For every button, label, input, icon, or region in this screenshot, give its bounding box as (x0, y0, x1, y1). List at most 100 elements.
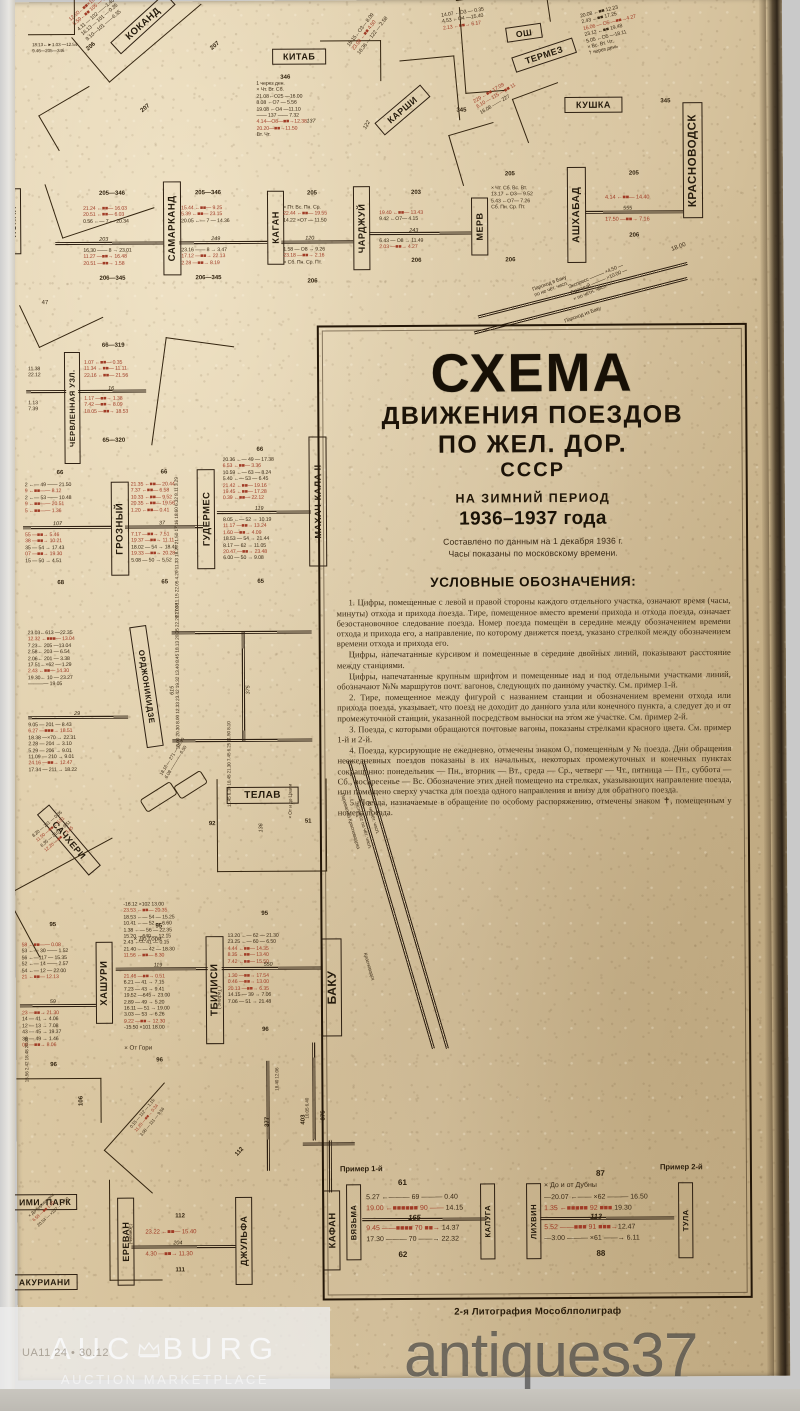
route-number-345-kushka: 345 (456, 107, 467, 114)
border-outline-chechnya (151, 337, 235, 455)
border-outline-top-left (27, 0, 75, 36)
legend-paragraph-6: 4. Поезда, курсирующие не ежедневно, отм… (337, 743, 732, 797)
timetable-block-samarkand-kagan-top: 15.44 ←■■— 9.25 5.39 ←■■— 23.15 20.05 ←—… (181, 205, 230, 225)
station-plate-termez: ТЕРМЕЗ (511, 37, 578, 73)
distance-59: 59 (49, 999, 56, 1006)
track-ashkhabad-krasnovodsk (585, 210, 684, 214)
timetable-block-lower-left-diag: 15.56 2.42 18.48 20.35 (24, 1037, 30, 1083)
timetable-block-tbilisi-baku-bottom: 1.30 —■■→ 17.54 0.46 —■■→ 13.00 20.13 —■… (227, 972, 272, 1005)
border-outline-karshi (399, 55, 461, 126)
timetable-block-grozny-west-top: 2 ←— 49 —— 21.50 9 ←■■—— 8.12 2 ←— 53 ——… (24, 482, 72, 514)
scan-left-gutter (0, 0, 15, 1411)
example-2-note: × До и от Дубны (544, 1181, 597, 1190)
timetable-block-ashkhabad-top: 4.14 ←■■— 14.40 (604, 194, 650, 201)
station-plate-khashuri: ХАШУРИ (95, 941, 114, 1024)
track-khashuri (19, 1003, 96, 1008)
route-number-92-telav: 92 (208, 821, 216, 828)
track-baku-south-2 (312, 1042, 316, 1141)
route-number-206-chardzhuy: 206 (411, 257, 422, 264)
route-number-95-tbilisi-e: 95 (261, 910, 269, 917)
border-outline-telav (216, 778, 328, 873)
track-samarkand-west (55, 241, 164, 246)
example-2-route-bottom: 88 (596, 1248, 606, 1258)
route-number-111-yerevan: 111 (175, 1267, 185, 1274)
legend-paragraph-5: 3. Поезда, с которыми обращаются почтовы… (337, 721, 732, 745)
station-plate-kitab: КИТАБ (272, 48, 327, 65)
subtitle-period: НА ЗИМНИЙ ПЕРИОД (455, 491, 611, 506)
track-chardzhuy-merv (369, 231, 472, 236)
legend-heading: УСЛОВНЫЕ ОБОЗНАЧЕНИЯ: (430, 573, 637, 591)
border-outline-termez (458, 4, 507, 94)
timetable-block-samarkand-west-top: 21.24 ←■■— 16.03 20.51 ←■■— 6.03 0.56 ←—… (83, 205, 129, 225)
route-number-205-ashkhabad: 205 (628, 170, 639, 177)
title-and-legend-panel: СХЕМА ДВИЖЕНИЯ ПОЕЗДОВ ПО ЖЕЛ. ДОР. СССР… (316, 322, 753, 1301)
time-note: Часы показаны по московскому времени. (448, 547, 618, 559)
legend-paragraph-1: 1. Цифры, помещенные с левой и правой ст… (336, 595, 731, 649)
station-plate-akuriani: АКУРИАНИ (11, 1273, 78, 1291)
railcar-icon-2 (173, 769, 209, 800)
example-1-row-bottom-1: 9.45 ——■■■■ 70 ■■→ 14.37 (366, 1224, 460, 1233)
route-number-206-kagan: 206 (307, 278, 318, 285)
timetable-block-termez: 20.08 ←■■ 12.23 2.43 ←■■ 17.25 16.06 — О… (579, 4, 637, 57)
route-number-66-grozny-w: 66 (56, 470, 64, 477)
route-number-205-346-b: 205—346 (194, 190, 222, 197)
distance-243: 243 (409, 227, 419, 234)
example-2-left-station: ЛИХВИН (526, 1183, 542, 1260)
track-grozny-west (22, 525, 112, 530)
timetable-block-chervlennaya-top: 1.07 ←■■— 0.35 11.34 ←■■— 11.11 22.16 ←■… (83, 359, 128, 379)
timetable-block-tbilisi-west-top: -16.12 ×102 13.00 23.53 ←■■— 20.35 18.53… (123, 901, 175, 959)
timetable-block-telav: 11.45 6.30 18.45 21.30 7.45 6.25 11.50 8… (226, 721, 232, 808)
distance-119a: 119 (254, 505, 264, 512)
timetable-block-bundle-labels-top: 22.00 11.15 22.05 4.20 11.33 18.25 21.50… (174, 477, 181, 618)
example-1-distance: 165 (408, 1212, 421, 1222)
distance-550: 550 (263, 961, 273, 968)
track-caspian-route-1 (477, 261, 688, 319)
map-region-central-asia: 12.50←■■×105 — 1.40 8.59←■■ 105 — 1.40 4… (4, 0, 782, 335)
railcar-icon-1 (139, 781, 178, 813)
timetable-block-tbilisi-baku-top: 13.20 ←— 62 — 21.30 23.25 ←— 60 — 6.50 4… (227, 932, 279, 965)
distance-37: 37 (158, 520, 166, 527)
timetable-block-ordzhonikidze: 23.03←613 —22.35 12.32 ←■■■— 13.04 7.23←… (27, 629, 75, 688)
subtitle-line-2: ДВИЖЕНИЯ ПОЕЗДОВ (381, 400, 684, 431)
route-number-205-merv: 205 (504, 171, 515, 178)
example-1-route-top: 61 (397, 1177, 407, 1188)
example-2-caption: Пример 2-й (659, 1162, 703, 1172)
timetable-block-merv-ashkhabad-top: × Чт. Сб. Вс. Вт. 13.17 ←О3— 9.52 5.43 ←… (490, 185, 533, 211)
distance-555: 555 (623, 205, 633, 212)
annotation-ot-gori: × От Гори (124, 1044, 153, 1052)
timetable-block-samarkand-kagan-bottom: 23.16 —— 8 → 3.47 17.12 —■■→ 22.13 2.28 … (181, 247, 227, 267)
example-2-right-station: ТУЛА (678, 1182, 694, 1259)
timetable-block-grozny-west-bottom: 55 —■■→ 5.46 38 —■■→ 10.21 35 — 54 → 17.… (25, 532, 65, 564)
border-outline-top-left-2 (38, 85, 110, 152)
legend-paragraph-3: Цифры, напечатанные крупным шрифтом и по… (336, 668, 731, 692)
timetable-block-top-left-edge: 18.13←►1.03 —12.54 9.46—205—346 (32, 41, 78, 54)
timetable-block-ashkhabad-bottom: 17.50 —■■→ 7.16 (605, 216, 650, 223)
station-plate-chervlennaya: ЧЕРВЛЕННАЯ УЗЛ. (63, 351, 81, 465)
timetable-block-samarkand-west-bottom: 16.30 —— 8 → 23.01 11.27 —■■→ 16.48 20.5… (83, 247, 132, 267)
distance-615: 615 (169, 685, 176, 695)
border-outline-leninakan (103, 1082, 213, 1194)
station-plate-dzhulfa: ДЖУЛЬФА (235, 1196, 253, 1286)
border-outline-kushka-2 (448, 121, 509, 187)
distance-122: 122 (362, 119, 372, 131)
vertical-arrow-bundle: 375 615 (169, 625, 313, 748)
timetable-block-chardzhuy-merv-bottom: 6.43 — О8 → 11.49 2.03 —■■→ 4.27 (379, 237, 424, 251)
station-plate-ashkhabad: АШХАБАД (566, 166, 587, 263)
border-outline-kushka (511, 82, 575, 144)
station-plate-kagan: КАГАН (266, 190, 285, 265)
example-1-caption: Пример 1-й (339, 1164, 383, 1174)
timetable-block-baku-south: 18.40 12.06 (274, 1067, 280, 1091)
route-number-112-yerevan: 112 (175, 1213, 185, 1220)
route-number-66-319: 66—319 (101, 342, 125, 349)
timetable-block-gudermes-makhachkala-bottom: 8.05 ←— 52 → 10.19 11.17 —■■→ 13.24 1.60… (222, 516, 272, 562)
timetable-block-chervlennaya-west2: 1.13 7.39 (28, 400, 39, 413)
legend-paragraph-4: 2. Тире, помещенное между фигурой с назв… (337, 690, 732, 723)
route-number-205-kagan: 205 (306, 190, 318, 197)
subtitle-years: 1936–1937 года (459, 508, 607, 530)
route-number-66-grozny-e: 66 (160, 469, 168, 476)
distance-137: 137 (306, 118, 316, 125)
distance-120: 120 (305, 235, 315, 242)
route-number-205-346-a: 205—346 (98, 190, 126, 197)
page-bottom-edge (0, 1389, 800, 1411)
auction-watermark-part2: BURG (162, 1331, 281, 1366)
